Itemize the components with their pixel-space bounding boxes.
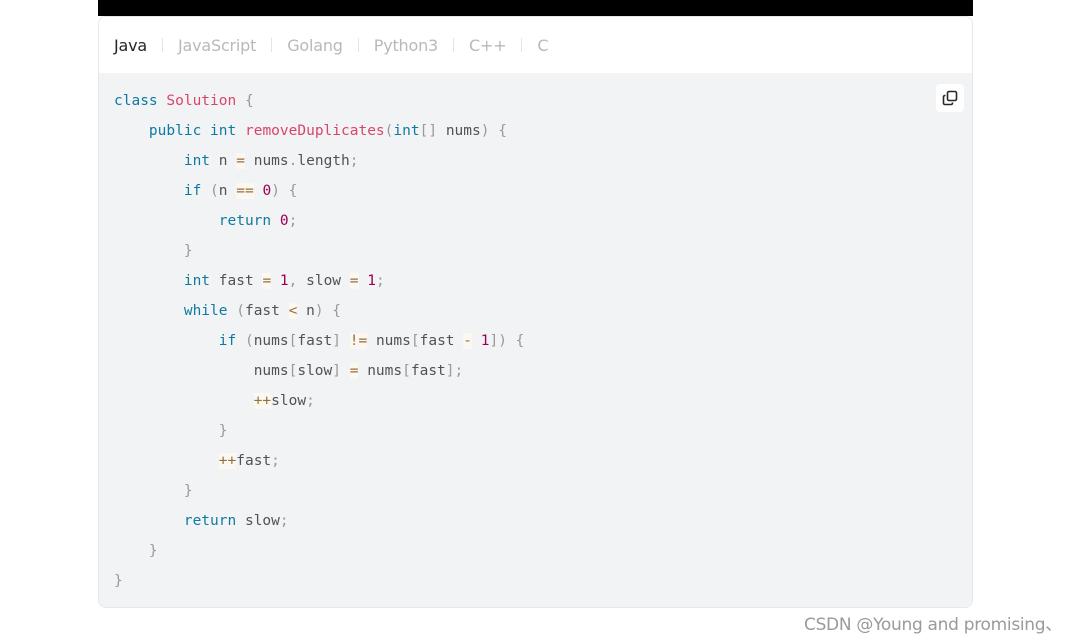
code-line: while (fast < n) { [183,303,342,319]
tab-java[interactable]: Java [114,35,147,55]
tab-divider [162,38,163,52]
code-line: } [114,573,123,589]
code-line: int fast = 1, slow = 1; [183,273,385,289]
tab-divider [521,38,523,52]
top-black-bar [98,0,973,16]
csdn-watermark: CSDN @Young and promising、 [804,615,1062,635]
code-snippet-card: Java JavaScript Golang Python3 C++ C cla… [98,16,973,608]
tab-cpp[interactable]: C++ [469,35,507,55]
tab-divider [357,38,359,52]
tab-python3[interactable]: Python3 [373,35,439,55]
code-line: public int removeDuplicates(int[] nums) … [148,123,507,139]
tab-divider [453,38,455,52]
code-line: ++slow; [253,393,315,409]
code-line: return slow; [183,513,289,529]
tab-divider [271,38,273,52]
copy-button[interactable] [936,84,964,112]
code-line: int n = nums.length; [183,153,359,169]
code-line: nums[slow] = nums[fast]; [253,363,464,379]
code-line: class Solution { [114,93,254,109]
code-line: ++fast; [218,453,280,469]
code-line: } [183,243,193,259]
code-line: } [183,483,193,499]
code-line: } [148,543,158,559]
tab-javascript[interactable]: JavaScript [178,35,257,55]
code-line: } [218,423,228,439]
copy-icon [942,90,958,106]
language-tabs: Java JavaScript Golang Python3 C++ C [99,17,972,73]
code-block[interactable]: class Solution { public int removeDuplic… [99,73,972,607]
tab-golang[interactable]: Golang [287,35,343,55]
code-line: if (nums[fast] != nums[fast - 1]) { [218,333,525,349]
code-line: if (n == 0) { [183,183,298,199]
code-line: return 0; [218,213,298,229]
tab-c[interactable]: C [537,35,549,55]
